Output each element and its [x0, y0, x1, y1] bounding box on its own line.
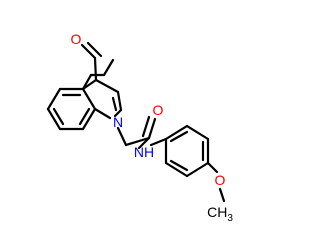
bond: [185, 124, 210, 141]
bond: [93, 56, 98, 82]
bond: [81, 73, 93, 91]
bond: [86, 41, 103, 58]
methyl-label-subscript: 3: [227, 213, 233, 224]
bond: [81, 87, 97, 111]
bond: [149, 137, 168, 147]
bond: [164, 161, 189, 178]
bond: [94, 78, 120, 94]
amide-nh-label: NH: [134, 144, 154, 160]
bond: [81, 78, 98, 91]
bond: [164, 124, 189, 141]
indole-nitrogen-label: N: [113, 114, 123, 130]
bond: [46, 107, 62, 131]
bonds: [46, 41, 226, 203]
bond: [116, 126, 128, 147]
methyl-label-main: CH: [207, 204, 227, 220]
carbonyl-oxygen-label: O: [153, 102, 164, 118]
bond: [93, 107, 112, 120]
bond: [124, 136, 151, 147]
bond: [102, 58, 115, 77]
bond: [137, 136, 151, 150]
bond: [52, 107, 65, 126]
formyl-oxygen-label: O: [71, 31, 82, 47]
bond: [78, 107, 91, 126]
bond: [169, 159, 189, 172]
bond: [81, 107, 97, 131]
bond: [116, 90, 123, 112]
bond: [169, 130, 189, 143]
methoxy-oxygen-label: O: [215, 172, 226, 188]
methyl-label: CH3: [207, 204, 233, 224]
molecular-structure: O N O NH O CH3: [46, 31, 234, 224]
bond: [185, 161, 210, 178]
bond: [218, 187, 226, 203]
bond: [46, 87, 62, 111]
bond: [80, 43, 97, 60]
bond: [147, 117, 157, 140]
bond: [113, 108, 123, 118]
bond: [206, 161, 219, 174]
bond: [141, 115, 151, 138]
bond: [111, 96, 118, 112]
atom-labels: O N O NH O CH3: [71, 31, 234, 224]
